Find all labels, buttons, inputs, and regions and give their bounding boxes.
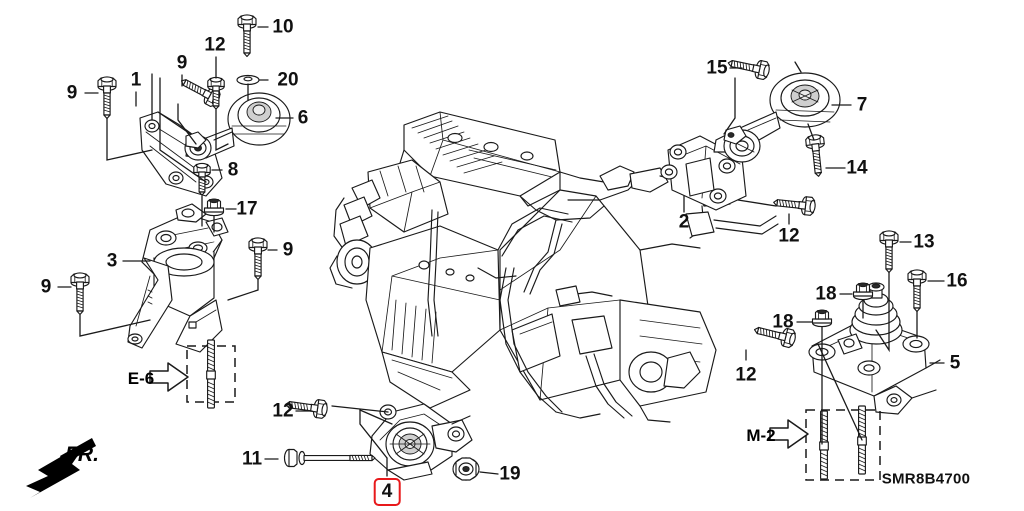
dashed-box-e6 xyxy=(186,339,236,409)
nut-17 xyxy=(203,198,225,217)
engine-transaxle-assembly xyxy=(329,111,779,423)
bolt-9-left-lower xyxy=(70,272,90,316)
section-arrow-e6 xyxy=(149,362,189,392)
callout-number-1[interactable]: 1 xyxy=(130,69,142,91)
callout-number-4-selected[interactable]: 4 xyxy=(373,478,401,506)
callout-number-9[interactable]: 9 xyxy=(176,52,188,74)
leader-lines xyxy=(57,26,945,477)
callout-number-7[interactable]: 7 xyxy=(856,94,868,116)
callout-number-15[interactable]: 15 xyxy=(706,57,728,79)
callout-number-8[interactable]: 8 xyxy=(227,159,239,181)
bolt-13 xyxy=(879,230,899,274)
callout-number-6[interactable]: 6 xyxy=(297,107,309,129)
dashed-box-m2 xyxy=(805,405,881,481)
nut-18-upper xyxy=(852,282,874,301)
callout-number-14[interactable]: 14 xyxy=(846,157,868,179)
bolt-9-left-upper xyxy=(97,76,117,120)
callout-number-12[interactable]: 12 xyxy=(778,225,800,247)
drawing-code-label: SMR8B4700 xyxy=(881,470,971,488)
callout-number-13[interactable]: 13 xyxy=(913,231,935,253)
callout-number-11[interactable]: 11 xyxy=(241,448,263,470)
section-reference-m-2[interactable]: M-2 xyxy=(746,426,776,445)
washer-20 xyxy=(236,74,260,86)
callout-number-20[interactable]: 20 xyxy=(277,69,299,91)
callout-number-12[interactable]: 12 xyxy=(735,364,757,386)
fr-direction-arrow xyxy=(26,438,96,498)
callout-number-19[interactable]: 19 xyxy=(499,463,521,485)
rear-torque-rod-group xyxy=(660,72,841,211)
callout-number-9[interactable]: 9 xyxy=(40,276,52,298)
left-mount-group xyxy=(127,92,291,353)
orientation-label: FR. xyxy=(65,443,99,466)
bolt-15 xyxy=(725,53,772,81)
bolt-16 xyxy=(907,269,927,313)
callout-number-12[interactable]: 12 xyxy=(272,400,294,422)
bolt-14 xyxy=(804,133,829,178)
nut-18-lower xyxy=(811,309,833,328)
bolt-11 xyxy=(283,448,376,468)
callout-number-17[interactable]: 17 xyxy=(236,198,258,220)
callout-number-2[interactable]: 2 xyxy=(678,211,690,233)
callout-number-16[interactable]: 16 xyxy=(946,270,968,292)
callout-number-9[interactable]: 9 xyxy=(66,82,78,104)
callout-number-9[interactable]: 9 xyxy=(282,239,294,261)
bolt-12-right-upper xyxy=(772,192,817,217)
callout-number-10[interactable]: 10 xyxy=(272,16,294,38)
bolt-9-right xyxy=(248,237,268,281)
section-reference-e-6[interactable]: E-6 xyxy=(127,369,155,388)
nut-19 xyxy=(452,457,480,481)
callout-number-5[interactable]: 5 xyxy=(949,352,961,374)
bolt-10-top xyxy=(237,14,257,58)
section-arrow-m2 xyxy=(769,419,809,449)
callout-number-18[interactable]: 18 xyxy=(772,311,794,333)
callout-number-18[interactable]: 18 xyxy=(815,283,837,305)
front-mount-group xyxy=(369,403,473,481)
callout-number-3[interactable]: 3 xyxy=(106,250,118,272)
callout-number-12[interactable]: 12 xyxy=(204,34,226,56)
